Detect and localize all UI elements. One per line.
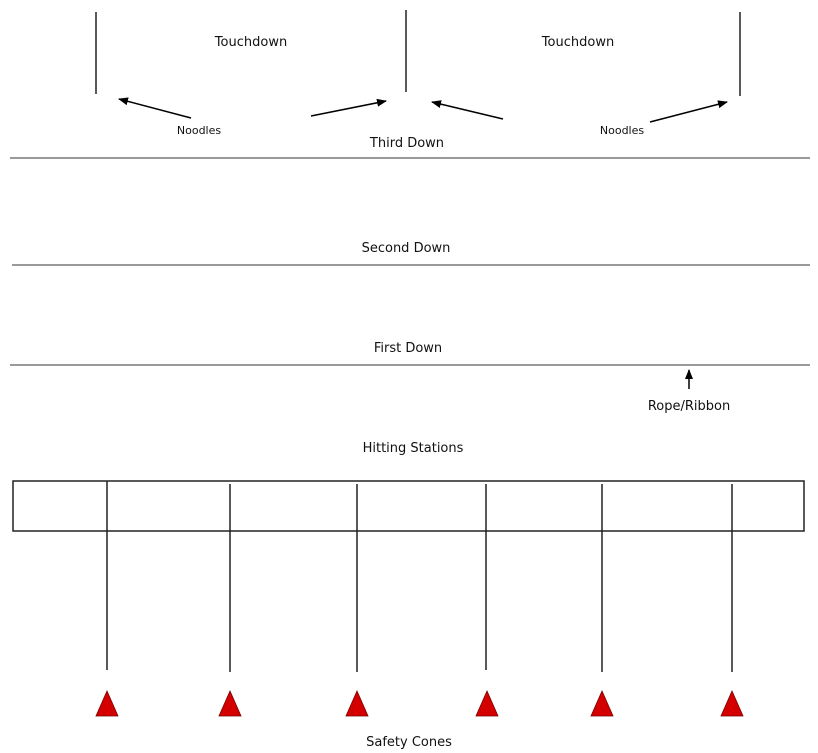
safety-cone-4 <box>475 690 499 717</box>
safety-cone-3 <box>345 690 369 717</box>
safety-cone-1 <box>95 690 119 717</box>
noodle-arrow-4 <box>649 100 728 123</box>
safety-cone-6 <box>720 690 744 717</box>
safety-cone-5 <box>590 690 614 717</box>
second-down-label: Second Down <box>362 241 451 256</box>
touchdown-label-right: Touchdown <box>541 35 614 50</box>
noodle-arrow-3 <box>431 100 504 120</box>
hitting-stations-frame <box>12 480 805 532</box>
noodles-label-right: Noodles <box>600 124 644 137</box>
safety-cones-label: Safety Cones <box>366 735 452 750</box>
third-down-label: Third Down <box>369 136 444 151</box>
safety-cone-2 <box>218 690 242 717</box>
rope-ribbon-label: Rope/Ribbon <box>648 399 730 414</box>
hitting-stations-label: Hitting Stations <box>363 441 464 456</box>
touchdown-label-left: Touchdown <box>214 35 287 50</box>
noodles-label-left: Noodles <box>177 124 221 137</box>
first-down-label: First Down <box>374 341 442 356</box>
noodle-arrow-2 <box>310 98 387 117</box>
noodle-arrow-1 <box>118 97 192 119</box>
